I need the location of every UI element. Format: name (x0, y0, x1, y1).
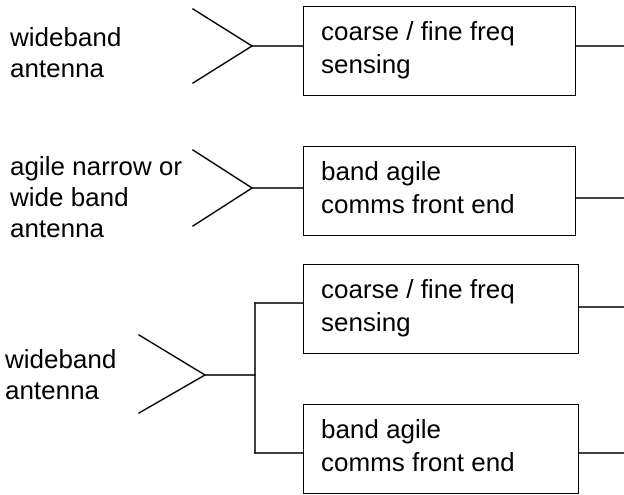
antenna-label-1-line-2: antenna (10, 53, 104, 83)
antenna-label-1-line-1: wideband (10, 22, 122, 52)
antenna-label-1: wideband antenna (10, 22, 121, 84)
sensing-block-1-line-2: sensing (321, 49, 411, 79)
sensing-block-1: coarse / fine freq sensing (303, 6, 576, 96)
sensing-block-2: coarse / fine freq sensing (303, 264, 579, 354)
antenna-label-3: wideband antenna (5, 344, 116, 406)
sensing-block-2-line-2: sensing (321, 307, 411, 337)
comms-block-2-line-2: comms front end (321, 447, 515, 477)
antenna-label-3-line-1: wideband (5, 344, 117, 374)
antenna-label-2-line-2: wide band (10, 182, 129, 212)
comms-front-end-block-2: band agile comms front end (303, 404, 579, 494)
antenna-symbol-1 (191, 7, 254, 85)
antenna-label-3-line-2: antenna (5, 375, 99, 405)
comms-front-end-block-1: band agile comms front end (303, 146, 576, 236)
antenna-label-2: agile narrow or wide band antenna (10, 151, 182, 244)
comms-block-2-line-1: band agile (321, 414, 441, 444)
comms-block-1-line-2: comms front end (321, 189, 515, 219)
antenna-symbol-2 (191, 148, 254, 228)
sensing-block-2-line-1: coarse / fine freq (321, 274, 515, 304)
antenna-label-2-line-1: agile narrow or (10, 151, 182, 181)
antenna-symbol-3 (137, 333, 207, 415)
sensing-block-1-line-1: coarse / fine freq (321, 16, 515, 46)
antenna-label-2-line-3: antenna (10, 213, 104, 243)
comms-block-1-line-1: band agile (321, 156, 441, 186)
